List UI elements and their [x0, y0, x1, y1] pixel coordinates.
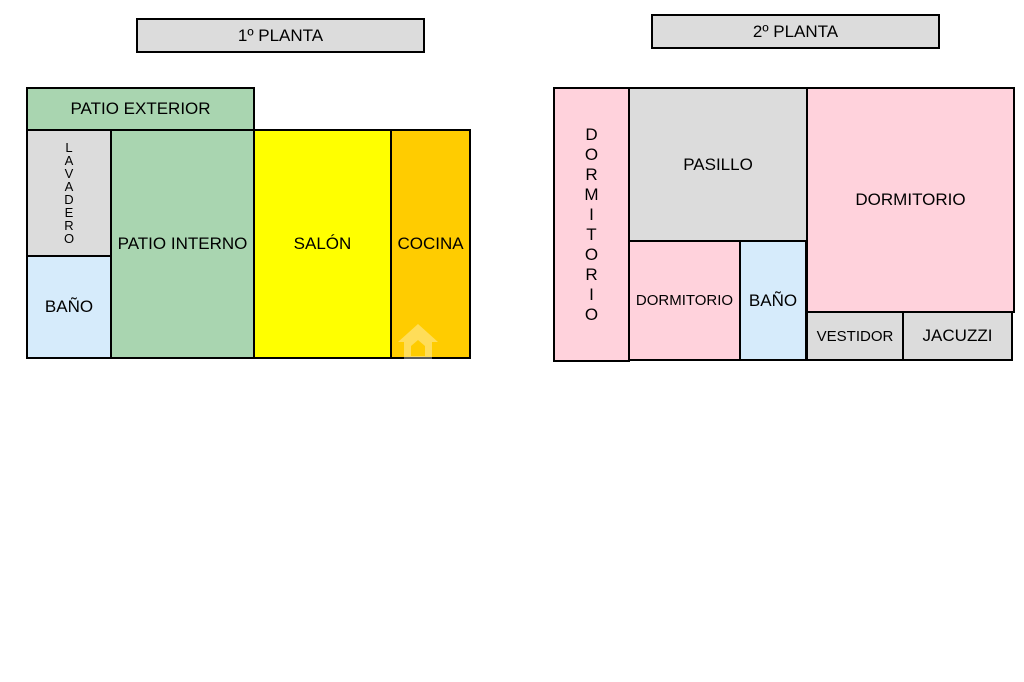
- room-salon: SALÓN: [253, 129, 392, 359]
- floor1-title: 1º PLANTA: [136, 18, 425, 53]
- room-vestidor: VESTIDOR: [806, 311, 904, 361]
- room-cocina: COCINA: [390, 129, 471, 359]
- room-dormitorio-large: DORMITORIO: [806, 87, 1015, 313]
- room-patio-interno: PATIO INTERNO: [110, 129, 255, 359]
- room-patio-exterior: PATIO EXTERIOR: [26, 87, 255, 131]
- room-pasillo: PASILLO: [628, 87, 808, 242]
- room-jacuzzi: JACUZZI: [902, 311, 1013, 361]
- room-bano-floor1: BAÑO: [26, 255, 112, 359]
- room-bano-floor2: BAÑO: [739, 240, 807, 361]
- room-dormitorio-small: DORMITORIO: [628, 240, 741, 361]
- floor2-title: 2º PLANTA: [651, 14, 940, 49]
